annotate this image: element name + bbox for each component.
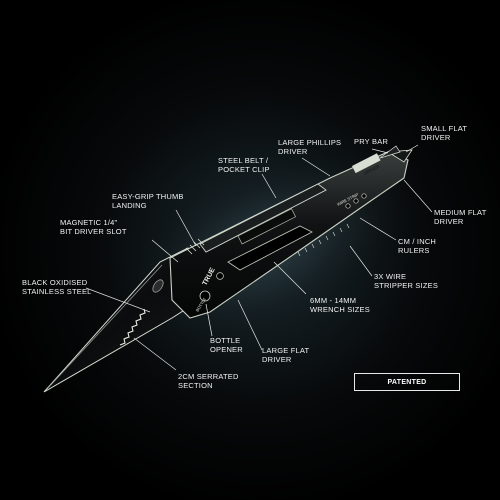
wire-stripper-notches: [345, 193, 367, 209]
driver-plate: [352, 153, 381, 174]
pry-bar-tip: [379, 145, 401, 159]
patented-badge: PATENTED: [354, 373, 460, 391]
pocket-clip: [199, 183, 327, 253]
label-magnetic-bit-driver-slot: MAGNETIC 1/4"BIT DRIVER SLOT: [60, 218, 127, 236]
thumb-hole: [152, 279, 164, 293]
leader-lines: [85, 144, 433, 371]
blade-spine-highlight: [47, 264, 163, 389]
label-pry-bar: PRY BAR: [354, 137, 389, 146]
label-steel-belt-pocket-clip: STEEL BELT /POCKET CLIP: [218, 156, 270, 174]
bit-driver-slot: [237, 208, 297, 245]
body-hole: [216, 272, 224, 280]
serrated-edge: [119, 308, 146, 346]
thumb-grip-ridges: [185, 238, 205, 255]
wrench-cutout: [227, 225, 313, 271]
bottle-opener-hole: [199, 290, 211, 302]
ruler-ticks: [297, 223, 350, 257]
